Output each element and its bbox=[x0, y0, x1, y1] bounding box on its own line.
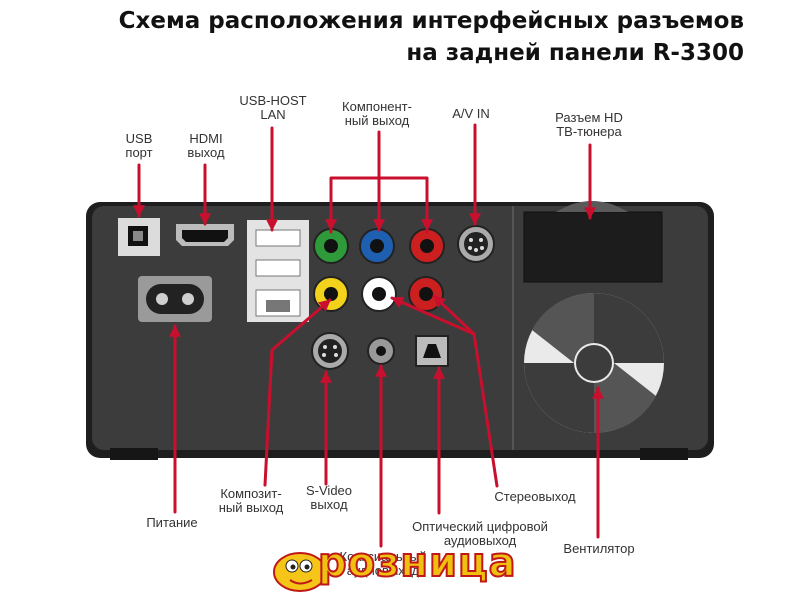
fan bbox=[520, 290, 668, 440]
callout-arrows bbox=[133, 123, 604, 548]
label-fan: Вентилятор bbox=[563, 541, 635, 556]
arrow-composite bbox=[263, 298, 332, 487]
label-component: Компонент-ный выход bbox=[342, 99, 412, 128]
hd-tuner-slot bbox=[523, 201, 663, 283]
title-line-2: на задней панели R-3300 bbox=[406, 40, 744, 66]
rca-yellow bbox=[313, 276, 349, 312]
svideo-port bbox=[311, 332, 349, 370]
label-av-in: A/V IN bbox=[452, 106, 490, 121]
title-line-1: Схема расположения интерфейсных разъемов bbox=[118, 8, 744, 34]
av-in-port bbox=[457, 225, 495, 263]
rca-white bbox=[361, 276, 397, 312]
coaxial-port bbox=[367, 337, 395, 365]
optical-port bbox=[415, 335, 449, 367]
label-stereo: Стереовыход bbox=[494, 489, 576, 504]
rca-blue bbox=[359, 228, 395, 264]
rca-red-bottom bbox=[408, 276, 444, 312]
hdmi-port bbox=[176, 224, 234, 246]
usb-port bbox=[118, 218, 160, 256]
label-composite: Композит-ный выход bbox=[218, 486, 284, 515]
logo-text: розница bbox=[317, 539, 517, 587]
rca-red-top bbox=[409, 228, 445, 264]
power-socket bbox=[138, 276, 212, 322]
label-power: Питание bbox=[146, 515, 198, 530]
usb-host-lan-block bbox=[247, 220, 309, 322]
rca-green bbox=[313, 228, 349, 264]
arrow-stereo-red bbox=[432, 294, 476, 336]
logo-mascot bbox=[273, 552, 327, 592]
